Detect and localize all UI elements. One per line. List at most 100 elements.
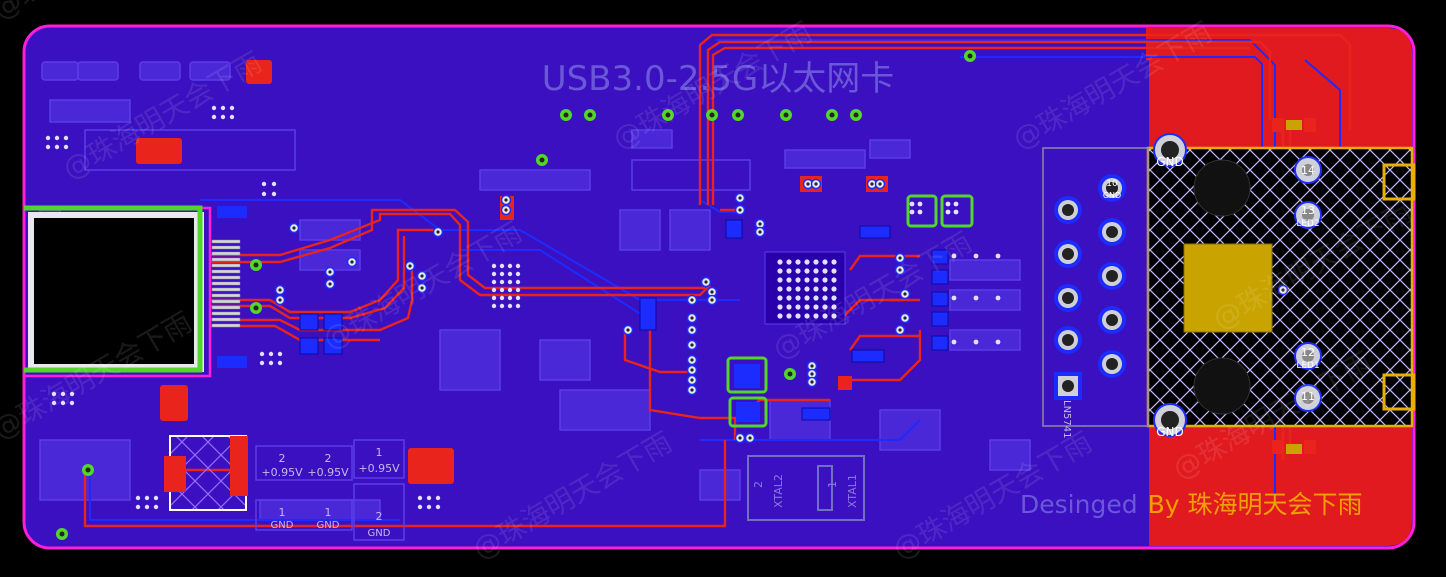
pad-dot [777, 304, 783, 310]
via-hole [420, 274, 424, 278]
via-hole [704, 280, 708, 284]
via-hole [898, 256, 902, 260]
via-hole [758, 222, 762, 226]
via-hole [758, 230, 762, 234]
via-hole [710, 290, 714, 294]
board-title: USB3.0-2.5G以太网卡 [542, 59, 895, 99]
inductor-footprint[interactable] [164, 435, 248, 511]
pad-dot [777, 313, 783, 319]
pad-dot [261, 181, 267, 187]
pad-dot [822, 277, 828, 283]
pad-dot [831, 295, 837, 301]
xtal-label-b: XTAL1 [846, 474, 859, 508]
pad-dot [499, 295, 505, 301]
pad-dot [995, 339, 1001, 345]
pad-2c: 2 [376, 510, 383, 523]
led-pin-hole [1302, 209, 1314, 221]
pad-dot [822, 295, 828, 301]
bottom-traces [89, 39, 1341, 521]
keepout-zones [726, 194, 974, 428]
via-hole [85, 467, 91, 473]
pin-14-label: 14 [1301, 164, 1315, 177]
via-hole [829, 112, 835, 118]
via-arrays [45, 61, 1001, 510]
pad-dot [822, 259, 828, 265]
pad-1c: 1 [376, 446, 383, 459]
pad-dot [945, 201, 951, 207]
crystal-labels: 2 XTAL2 1 XTAL1 [752, 474, 859, 508]
rj45-pin-hole [1106, 358, 1118, 370]
via-hole [810, 372, 814, 376]
usb-connector[interactable] [22, 205, 247, 378]
pad-dot [822, 268, 828, 274]
pad-dot [795, 286, 801, 292]
pad-dot [795, 304, 801, 310]
pad-dot [786, 268, 792, 274]
pad-dot [786, 259, 792, 265]
pad-dot [54, 135, 60, 141]
vias [56, 50, 1289, 540]
pad-dot [499, 271, 505, 277]
pad-dot [973, 253, 979, 259]
via-hole [690, 343, 694, 347]
net-a: +0.95V [261, 466, 303, 479]
xtal-pin-b: 1 [826, 481, 839, 488]
pad-dot [69, 400, 75, 406]
via-hole [278, 288, 282, 292]
pad-dot [417, 495, 423, 501]
via-hole [898, 328, 902, 332]
pin-13-net: LED2 [1296, 219, 1319, 229]
pad-dot [777, 286, 783, 292]
pad-dot [804, 304, 810, 310]
pad-dot [786, 277, 792, 283]
xtal-label-a: XTAL2 [772, 474, 785, 508]
pad-dot [804, 268, 810, 274]
gnd-a: GND [271, 520, 294, 531]
pad-dot [435, 504, 441, 510]
via-hole [748, 436, 752, 440]
via-hole [408, 264, 412, 268]
pad-dot [813, 304, 819, 310]
via-hole [253, 305, 259, 311]
pad-2a: 2 [279, 452, 286, 465]
pad-dot [499, 279, 505, 285]
pad-dot [417, 504, 423, 510]
pin-13-label: 13 [1301, 204, 1315, 217]
pad-dot [426, 495, 432, 501]
pin-12-label: 12 [1301, 346, 1315, 359]
via-hole [738, 196, 742, 200]
pad-dot [51, 391, 57, 397]
credit-suffix: By 珠海明天会下雨 [1148, 490, 1363, 519]
pad-dot [60, 400, 66, 406]
pad-dot [786, 313, 792, 319]
via-hole [665, 112, 671, 118]
gnd-c: GND [368, 528, 391, 539]
via-hole [292, 226, 296, 230]
via-hole [504, 208, 508, 212]
rj45-pin-hole [1106, 270, 1118, 282]
pad-dot [795, 295, 801, 301]
net-b: +0.95V [307, 466, 349, 479]
pad-dot [804, 295, 810, 301]
pad-dot [822, 313, 828, 319]
pad-dot [804, 286, 810, 292]
pad-dot [491, 303, 497, 309]
via-hole [690, 298, 694, 302]
pad-1b: 1 [325, 506, 332, 519]
pad-dot [135, 495, 141, 501]
rj45-pin-hole [1062, 380, 1074, 392]
via-hole [710, 298, 714, 302]
via-hole [690, 316, 694, 320]
via-hole [878, 182, 882, 186]
pin-11-label: 11 [1301, 390, 1315, 403]
pad-dot [831, 268, 837, 274]
via-hole [783, 112, 789, 118]
pad-dot [795, 268, 801, 274]
pad-dot [515, 295, 521, 301]
pad-dot [259, 360, 265, 366]
pad-dot [804, 313, 810, 319]
pad-dot [135, 504, 141, 510]
xtal-pin-a: 2 [752, 481, 765, 488]
crystal-footprint[interactable] [747, 455, 865, 521]
